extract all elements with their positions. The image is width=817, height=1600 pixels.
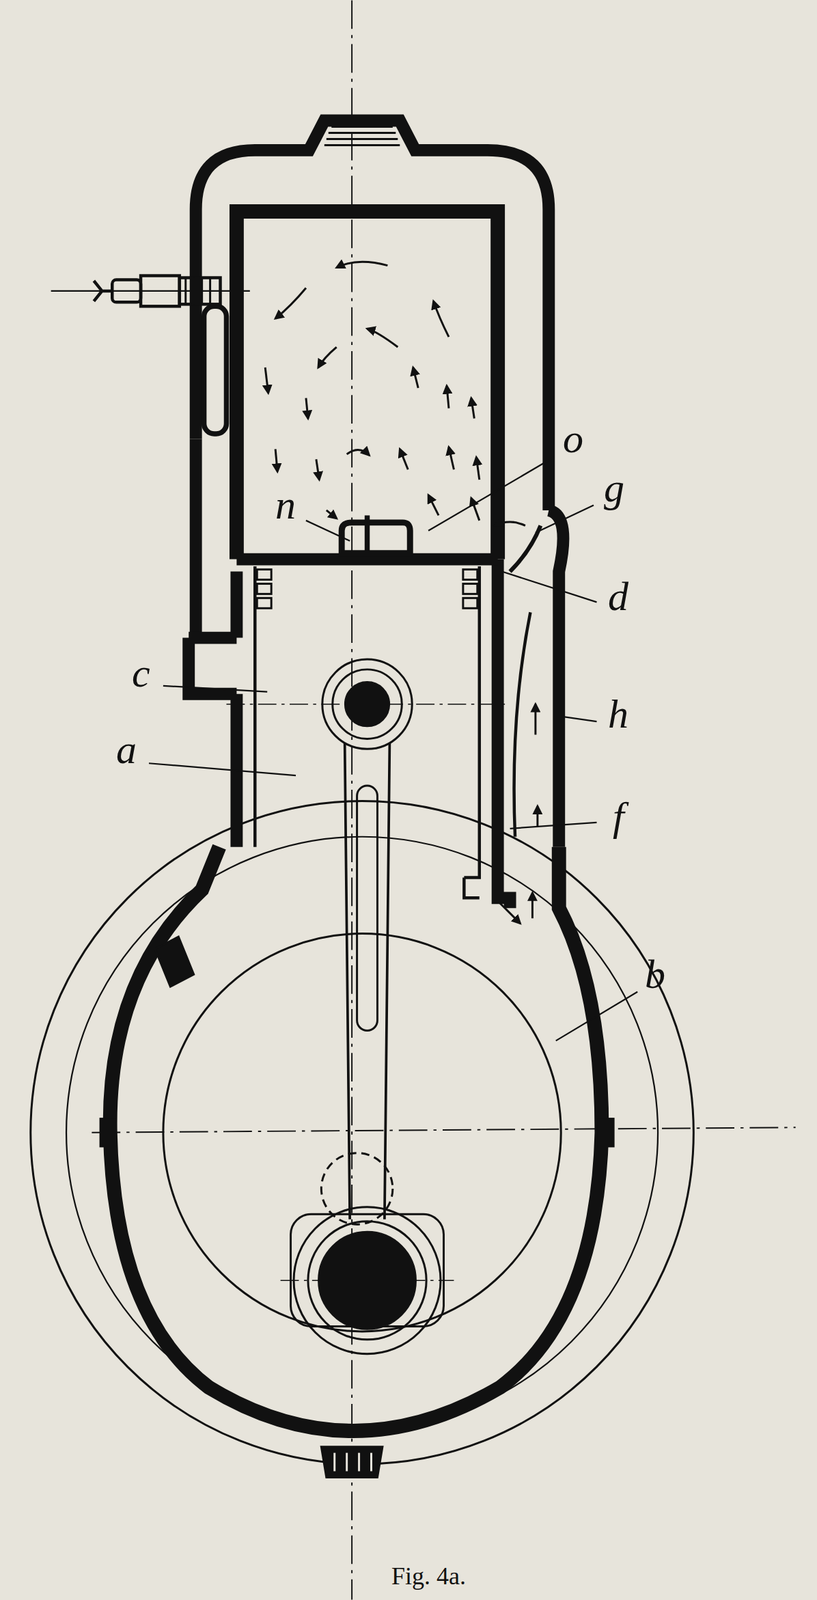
part-letter: f	[612, 795, 625, 837]
part-letter: g	[603, 467, 625, 509]
part-letter: h	[607, 693, 629, 735]
part-letter: o	[562, 418, 584, 460]
part-letter: b	[644, 953, 666, 995]
part-letter: n	[275, 484, 296, 526]
part-letter: a	[116, 728, 137, 770]
figure-caption: Fig. 4a.	[391, 1563, 466, 1589]
part-letter: c	[131, 652, 151, 694]
part-letter: d	[607, 575, 629, 617]
